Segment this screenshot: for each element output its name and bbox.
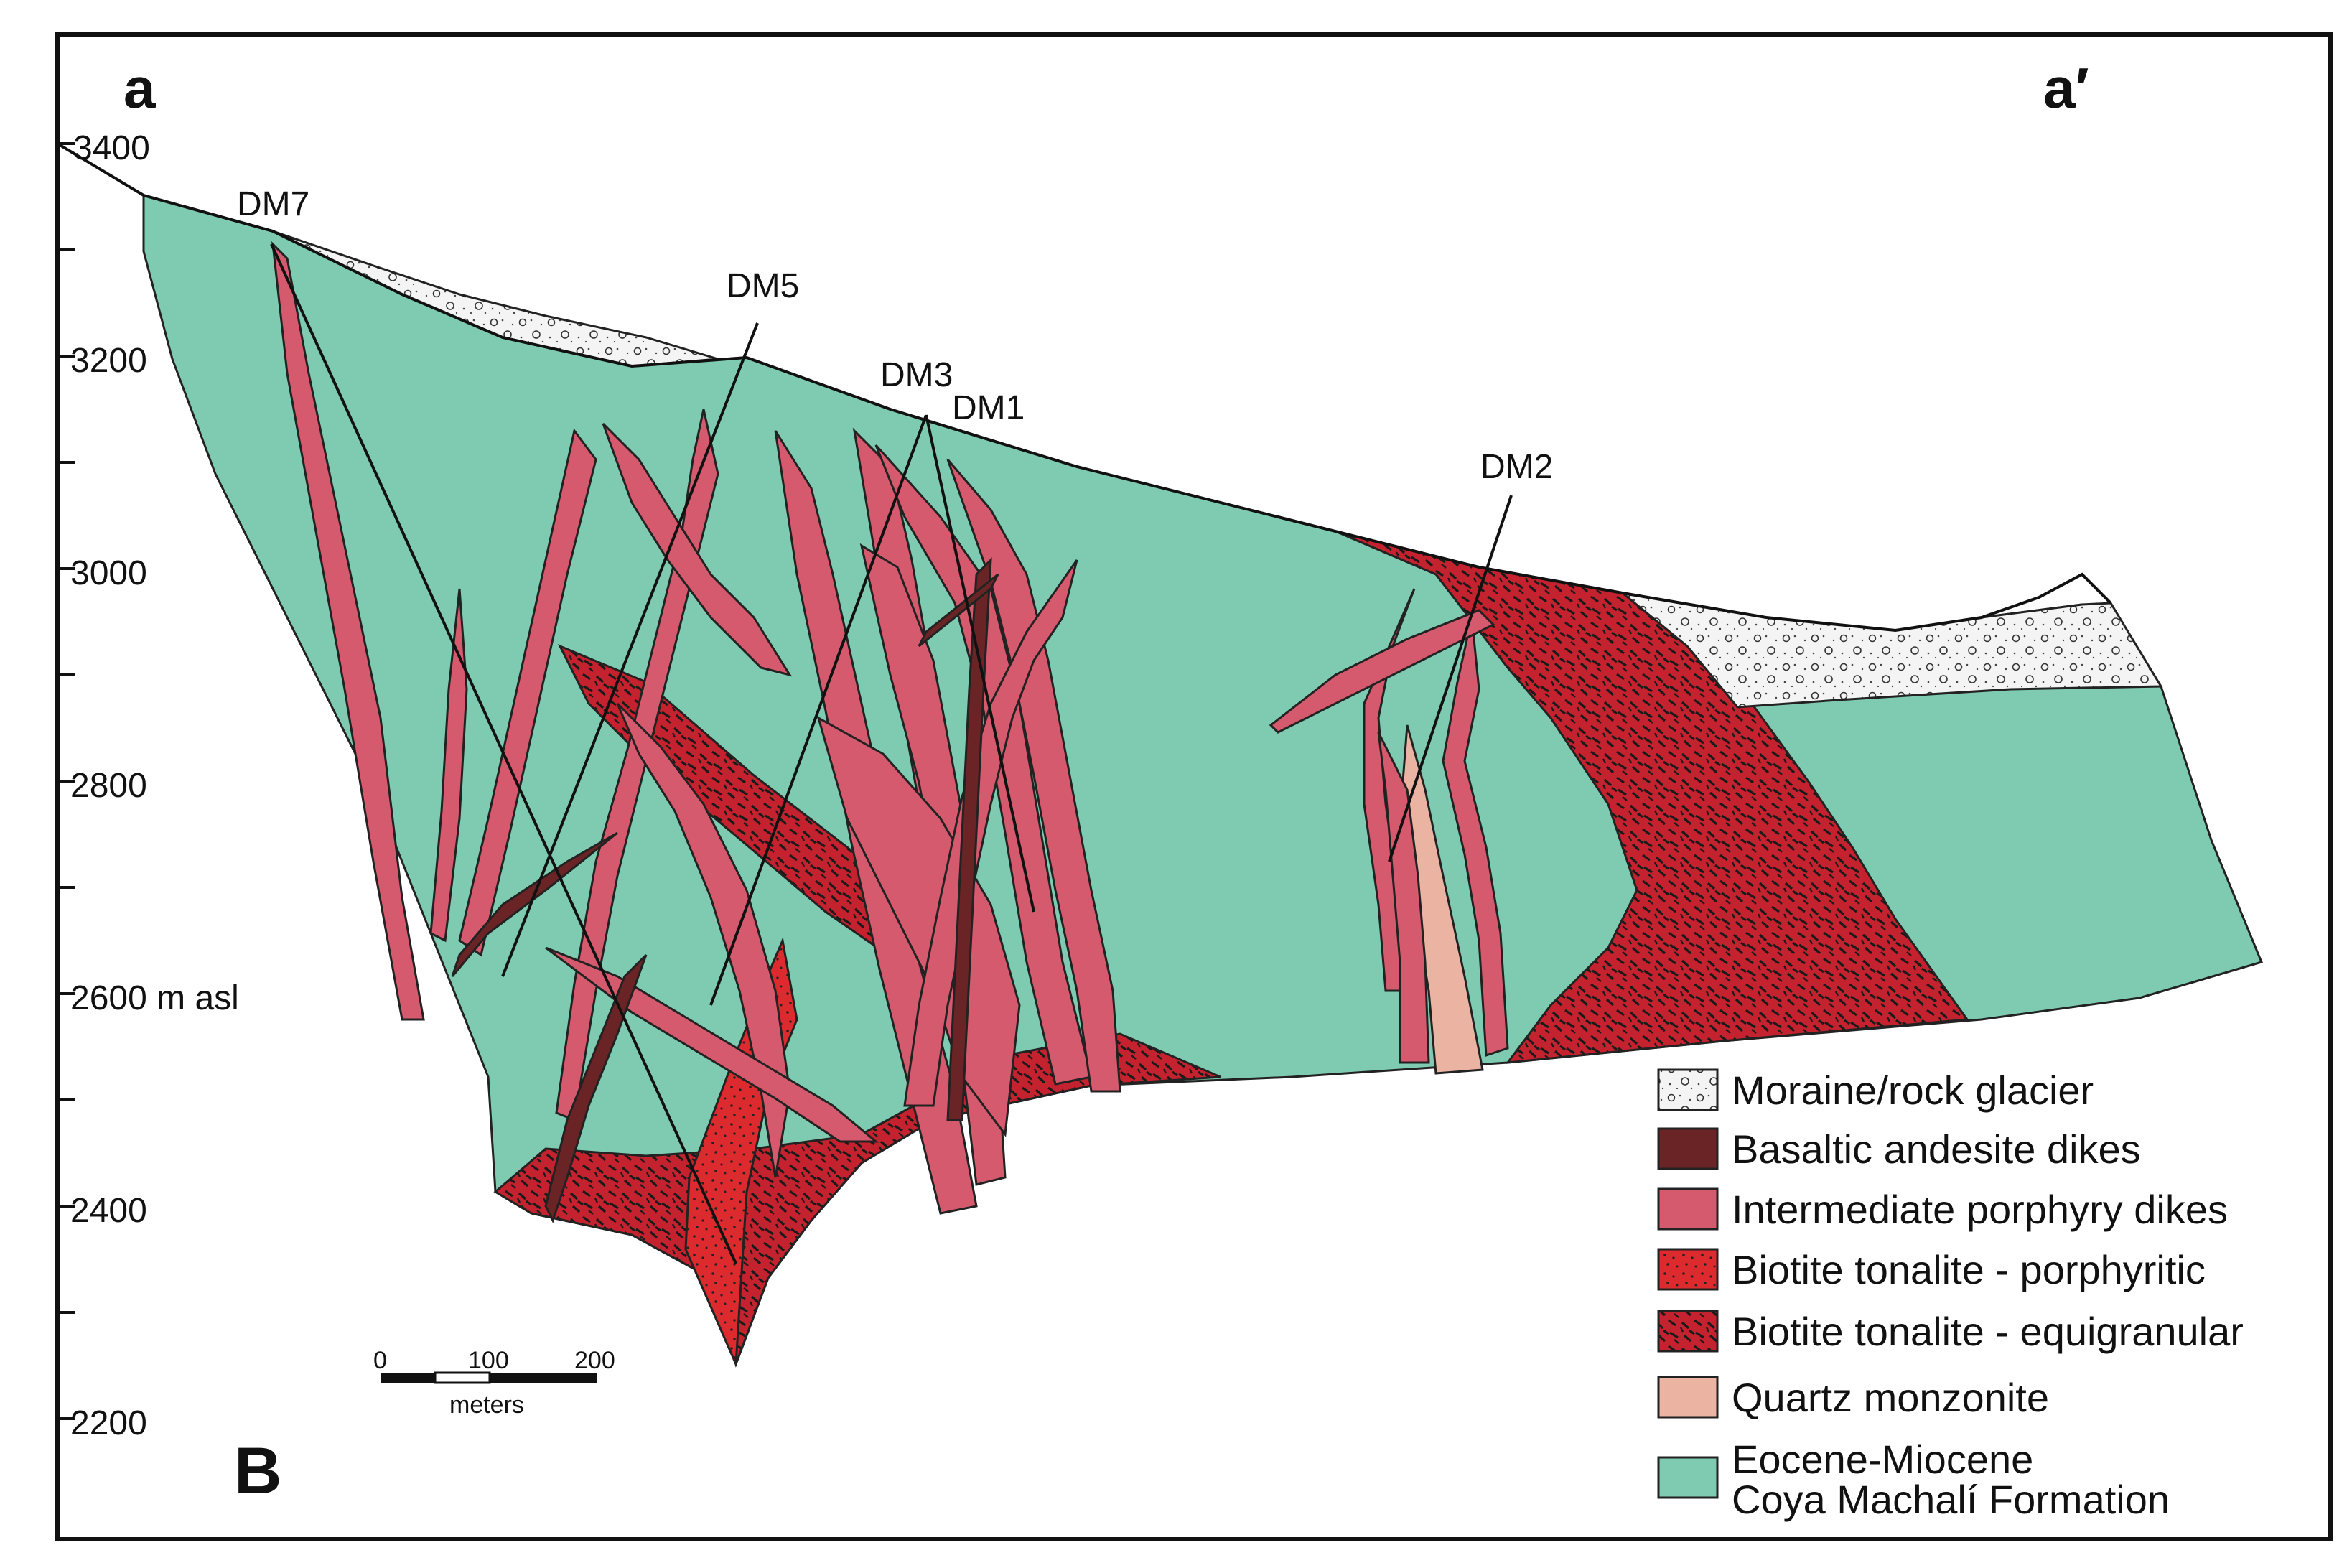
- legend: Moraine/rock glacier Basaltic andesite d…: [1657, 1068, 2244, 1522]
- porphyry-dike-2: [458, 428, 597, 957]
- porphyry-dike-11: [946, 459, 1121, 1093]
- drill-hole-dm1-trace: [925, 414, 1035, 913]
- porphyry-dike-13: [616, 702, 791, 1178]
- drill-label-dm5: DM5: [727, 267, 799, 305]
- scale-bar-segment-2: [434, 1371, 491, 1384]
- porphyry-dike-17: [1269, 609, 1495, 734]
- section-end-label: a′: [2043, 56, 2089, 120]
- panel-label: B: [234, 1434, 281, 1508]
- porphyry-dike-10: [816, 715, 1021, 1137]
- scale-bar: 0 100 200 meters: [373, 1347, 615, 1419]
- porphyry-dike-1: [271, 241, 425, 1021]
- porphyry-dike-16: [1442, 617, 1509, 1058]
- legend-label-coya-machali-2: Coya Machalí Formation: [1732, 1477, 2170, 1522]
- drill-label-dm7: DM7: [237, 185, 309, 223]
- legend-label-basaltic: Basaltic andesite dikes: [1732, 1126, 2141, 1172]
- drill-holes: [270, 243, 1513, 1264]
- legend-label-quartz-monzonite: Quartz monzonite: [1732, 1375, 2049, 1420]
- scale-label-0: 0: [373, 1347, 387, 1374]
- drill-label-dm2: DM2: [1480, 448, 1553, 486]
- porphyry-dike-4: [555, 409, 719, 1122]
- elevation-axis: [57, 142, 75, 1420]
- scale-label-200: 200: [574, 1347, 615, 1374]
- elevation-tick-labels: 3400 3200 3000 2800 2600 m asl 2400 2200: [70, 129, 239, 1442]
- porphyry-dike-9: [874, 444, 1093, 1086]
- porphyry-dike-3: [429, 588, 468, 943]
- tick-label-2200: 2200: [70, 1404, 147, 1442]
- scale-bar-segment-1: [381, 1373, 435, 1383]
- drill-hole-dm7-trace: [270, 243, 737, 1264]
- legend-swatch-porphyry: [1657, 1187, 1719, 1231]
- tick-label-3000: 3000: [70, 554, 147, 592]
- figure-frame: [55, 32, 2333, 1541]
- legend-swatch-quartz-monzonite: [1657, 1376, 1719, 1419]
- scale-bar-segment-3: [490, 1373, 597, 1383]
- drill-label-dm3: DM3: [880, 356, 953, 394]
- tick-label-2800: 2800: [70, 767, 147, 805]
- scale-label-100: 100: [468, 1347, 509, 1374]
- tick-label-2600: 2600 m asl: [70, 979, 239, 1017]
- basaltic-dike-2: [544, 953, 648, 1223]
- basaltic-dike-4: [918, 573, 999, 648]
- basaltic-dike-3: [946, 557, 992, 1121]
- legend-label-equigranular: Biotite tonalite - equigranular: [1732, 1309, 2244, 1354]
- drill-hole-dm3-trace: [709, 414, 928, 1006]
- legend-label-porphyry: Intermediate porphyry dikes: [1732, 1187, 2228, 1232]
- tick-label-3200: 3200: [70, 342, 147, 380]
- porphyry-dike-18: [1377, 732, 1430, 1064]
- legend-swatch-coya-machali: [1657, 1456, 1719, 1499]
- geologic-cross-section: [142, 194, 2264, 1368]
- drill-label-dm1: DM1: [952, 389, 1025, 427]
- drill-hole-dm5-trace: [501, 322, 759, 977]
- basaltic-andesite-dikes: [451, 557, 999, 1223]
- section-start-label: a: [123, 56, 156, 120]
- tick-label-2400: 2400: [70, 1192, 147, 1230]
- legend-swatch-basaltic: [1657, 1127, 1719, 1170]
- scale-unit: meters: [449, 1391, 524, 1419]
- legend-label-coya-machali-1: Eocene-Miocene: [1732, 1437, 2033, 1482]
- porphyry-dike-5: [602, 422, 793, 677]
- topographic-surface: [56, 142, 2112, 633]
- legend-swatch-moraine: [1657, 1068, 1719, 1111]
- drill-hole-dm2-trace: [1388, 495, 1513, 862]
- legend-label-porphyritic: Biotite tonalite - porphyritic: [1732, 1247, 2206, 1292]
- legend-swatch-porphyritic: [1657, 1248, 1719, 1291]
- legend-swatch-equigranular: [1657, 1310, 1719, 1353]
- legend-label-moraine: Moraine/rock glacier: [1732, 1068, 2094, 1113]
- drill-hole-labels: DM7 DM5 DM3 DM1 DM2: [237, 185, 1553, 486]
